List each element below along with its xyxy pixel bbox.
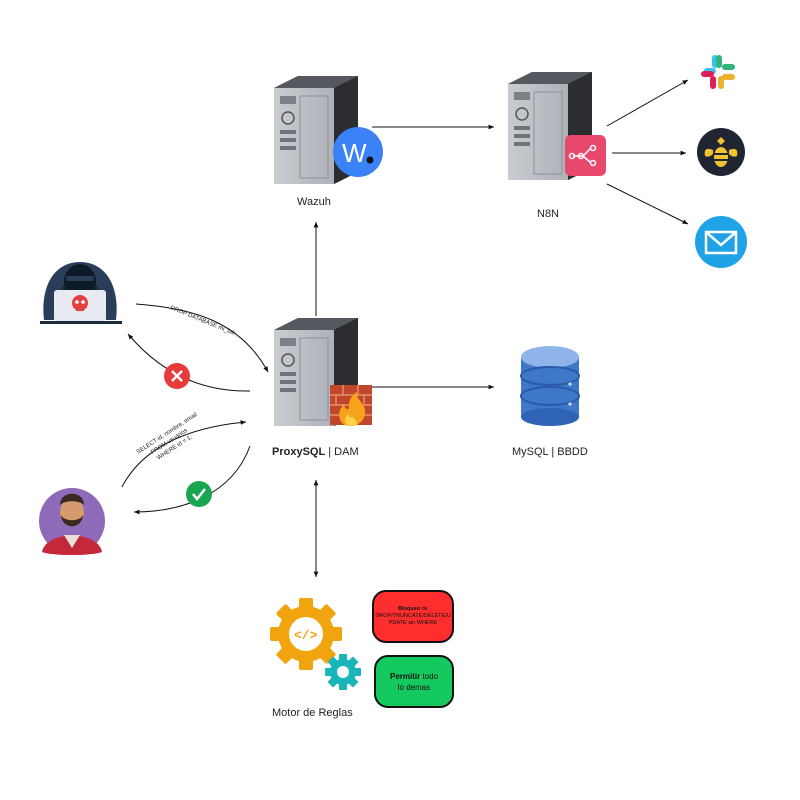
rule-block-rest: de DROP/TRUNCATE/DELETE/U PDATE sin WHER… (375, 606, 451, 626)
accept-icon (186, 481, 212, 507)
rule-allow-bold: Permitir (389, 671, 421, 681)
hacker-icon (40, 262, 122, 324)
rules-engine-gear-icon: </> (270, 598, 361, 690)
mysql-label: MySQL | BBDD (512, 446, 588, 458)
database-icon (520, 346, 580, 426)
rule-block: Bloqueo de DROP/TRUNCATE/DELETE/U PDATE … (372, 590, 454, 643)
rule-allow-rest: todo lo demas (397, 671, 439, 692)
rule-allow: Permitir todo lo demas (374, 655, 454, 708)
arrow-n8n-to-slack (606, 79, 689, 127)
firewall-icon (330, 385, 372, 426)
svg-text:W: W (342, 138, 367, 168)
slack-icon (701, 55, 735, 89)
rules-engine-label: Motor de Reglas (272, 707, 353, 719)
proxysql-label-bold: ProxySQL (272, 446, 326, 458)
user-avatar-icon (39, 488, 105, 555)
svg-text:</>: </> (294, 628, 318, 643)
arrow-user-query (121, 420, 247, 488)
deny-icon (164, 363, 190, 389)
arrow-n8n-to-email (606, 183, 689, 225)
legit-query-text: SELECT id, nombre, email FROM usuarios W… (136, 412, 199, 461)
wazuh-logo-icon: W (333, 127, 383, 177)
arrow-attacker-query (135, 303, 269, 373)
thehive-icon (697, 128, 745, 176)
malicious-query-text: DROP DATABASE mi_bd; (169, 305, 236, 337)
proxysql-label-rest: | DAM (325, 446, 359, 458)
email-icon (695, 216, 747, 268)
rule-allow-text: Permitir todo lo demas (386, 671, 442, 693)
proxysql-label: ProxySQL | DAM (272, 446, 359, 458)
rule-block-text: Bloqueo de DROP/TRUNCATE/DELETE/U PDATE … (375, 606, 450, 627)
rule-block-bold: Bloqueo (398, 606, 421, 612)
arrow-rejected-response (127, 333, 251, 392)
n8n-logo-icon (565, 135, 606, 176)
wazuh-label: Wazuh (297, 196, 331, 208)
n8n-label: N8N (537, 208, 560, 220)
